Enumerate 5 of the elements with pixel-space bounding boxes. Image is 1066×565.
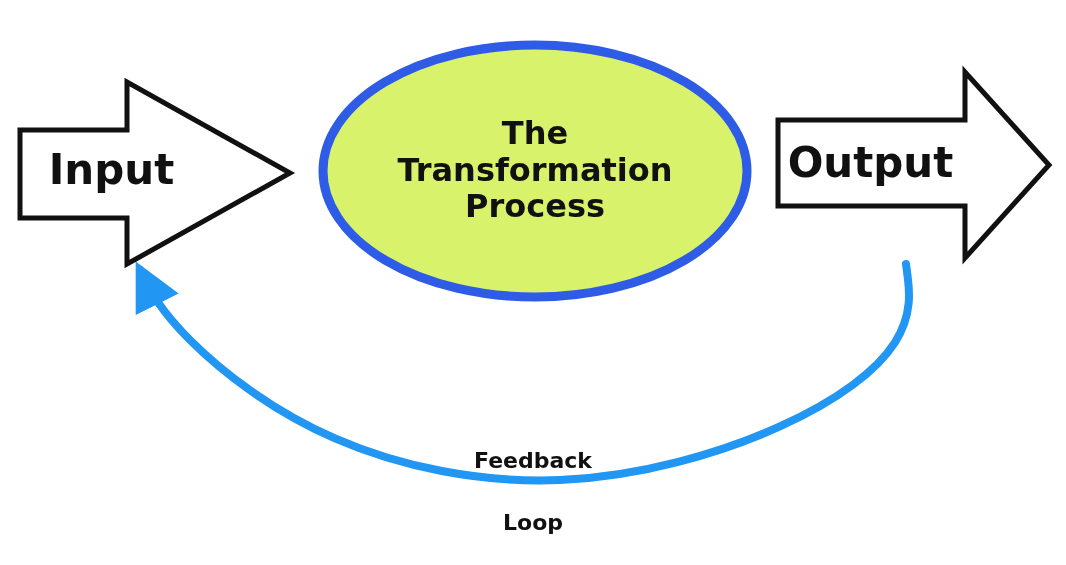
node-label: Output bbox=[786, 136, 955, 189]
node-label: The Transformation Process bbox=[396, 112, 674, 228]
feedback-arrow bbox=[135, 260, 914, 485]
node-label: Input bbox=[47, 143, 176, 196]
edge-label: Feedback Loop bbox=[473, 447, 593, 537]
